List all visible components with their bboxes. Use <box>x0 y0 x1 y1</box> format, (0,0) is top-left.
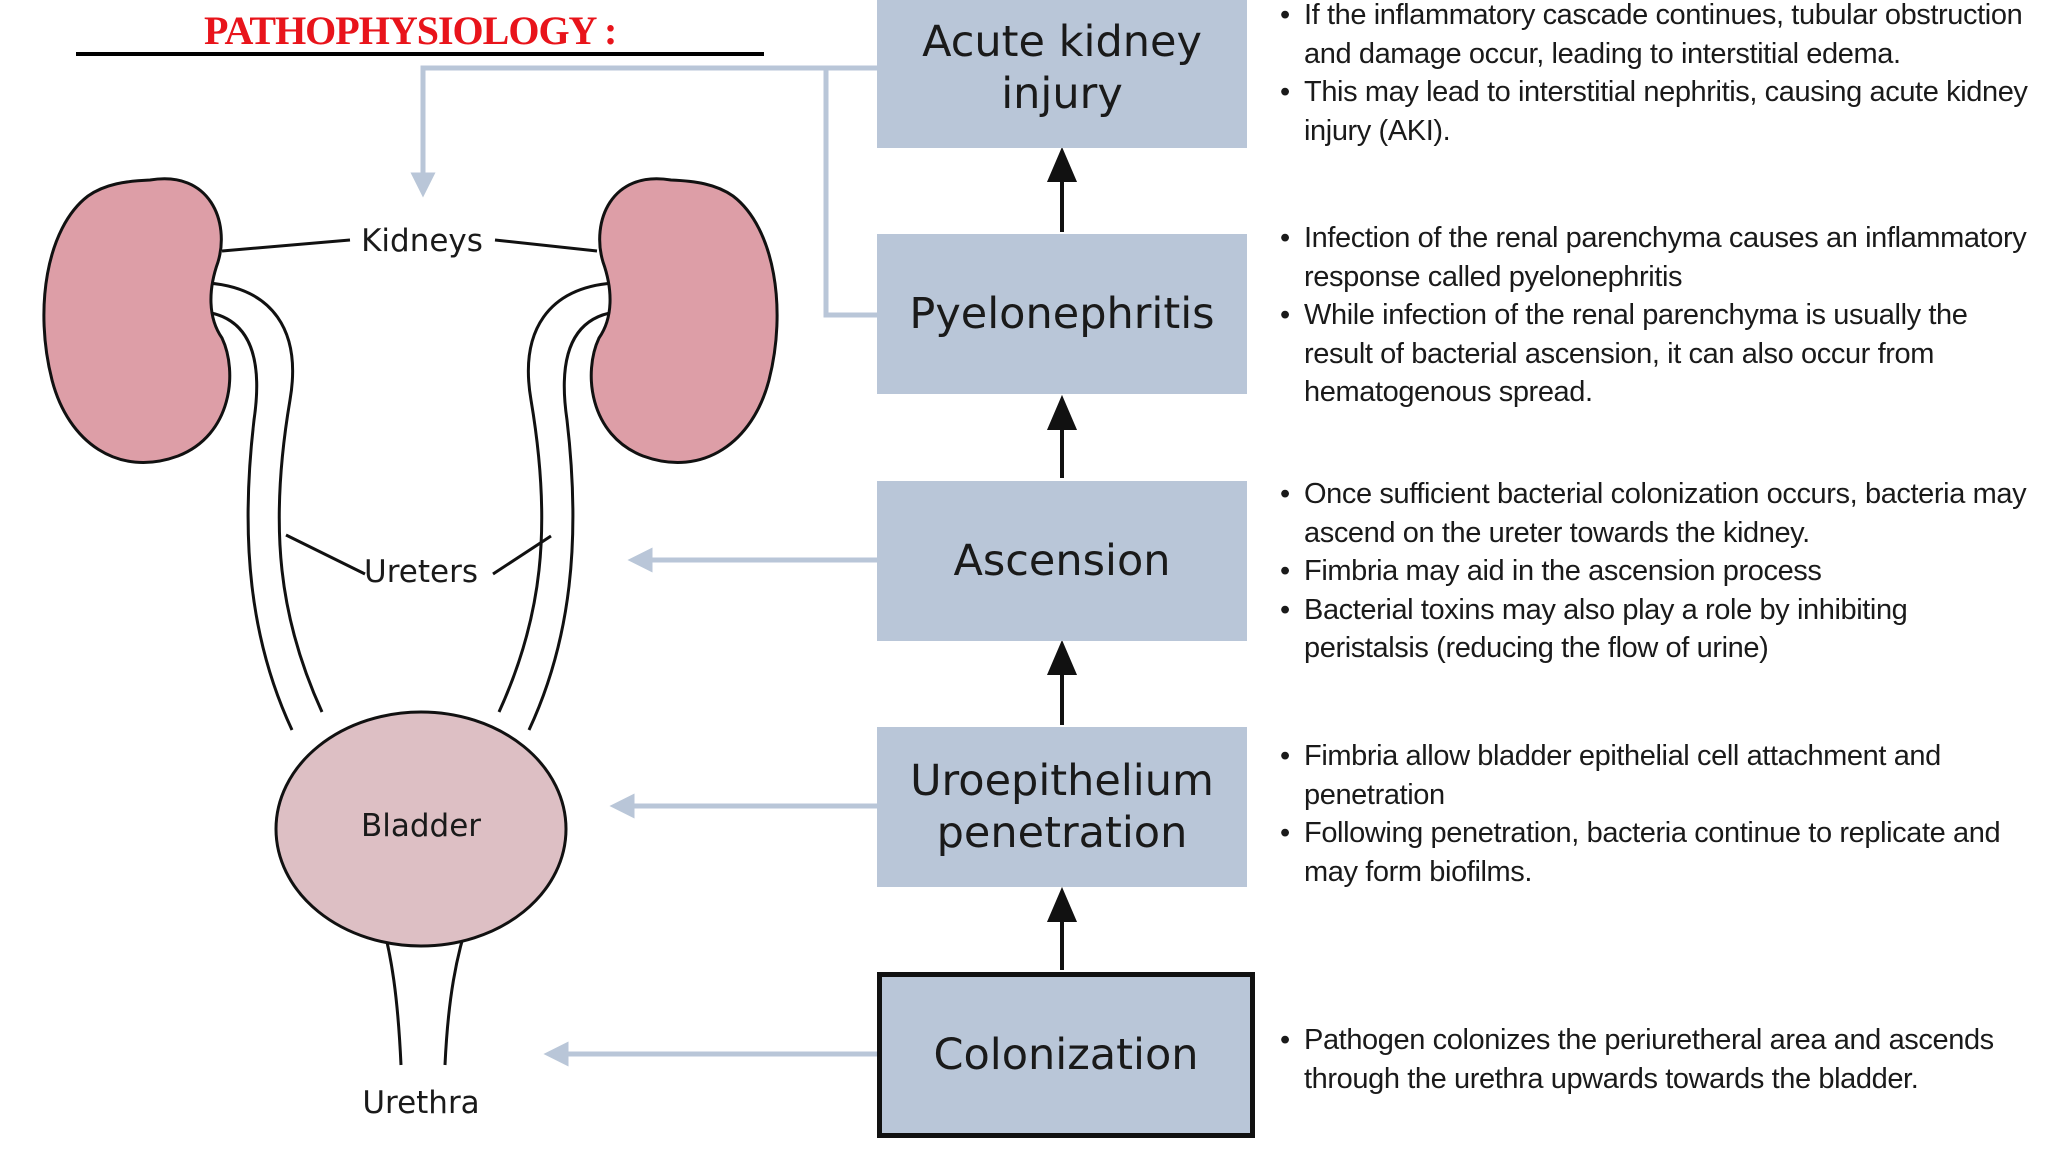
ureters-shape <box>205 281 616 731</box>
bladder-label: Bladder <box>360 808 482 844</box>
note-item: While infection of the renal parenchyma … <box>1278 296 2038 412</box>
step-uroepithelium-penetration: Uroepithelium penetration <box>877 727 1247 887</box>
left-kidney-shape <box>42 177 232 464</box>
step-pyelonephritis: Pyelonephritis <box>877 234 1247 394</box>
page-heading: PATHOPHYSIOLOGY : <box>76 4 764 56</box>
notes-acute-kidney-injury: If the inflammatory cascade continues, t… <box>1278 0 2038 150</box>
kidneys-label: Kidneys <box>361 223 483 259</box>
right-kidney-shape <box>589 177 779 464</box>
notes-ascension: Once sufficient bacterial colonization o… <box>1278 475 2038 668</box>
note-item: Pathogen colonizes the periuretheral are… <box>1278 1021 2038 1098</box>
note-item: This may lead to interstitial nephritis,… <box>1278 73 2038 150</box>
note-item: Following penetration, bacteria continue… <box>1278 814 2038 891</box>
step-acute-kidney-injury: Acute kidney injury <box>877 0 1247 148</box>
note-item: Infection of the renal parenchyma causes… <box>1278 219 2038 296</box>
notes-pyelonephritis: Infection of the renal parenchyma causes… <box>1278 219 2038 412</box>
urethra-label: Urethra <box>362 1085 480 1121</box>
kidney-feedback-arrow <box>410 65 877 318</box>
step-arrows <box>1046 146 1078 970</box>
notes-colonization: Pathogen colonizes the periuretheral are… <box>1278 1021 2038 1098</box>
note-item: Once sufficient bacterial colonization o… <box>1278 475 2038 552</box>
step-ascension: Ascension <box>877 481 1247 641</box>
note-item: If the inflammatory cascade continues, t… <box>1278 0 2038 73</box>
step-colonization: Colonization <box>877 972 1255 1138</box>
note-item: Bacterial toxins may also play a role by… <box>1278 591 2038 668</box>
note-item: Fimbria may aid in the ascension process <box>1278 552 2038 591</box>
ureters-label: Ureters <box>364 554 478 590</box>
label-pointer-lines <box>221 238 598 576</box>
notes-uroepithelium-penetration: Fimbria allow bladder epithelial cell at… <box>1278 737 2038 891</box>
bladder-shape <box>274 710 568 948</box>
note-item: Fimbria allow bladder epithelial cell at… <box>1278 737 2038 814</box>
